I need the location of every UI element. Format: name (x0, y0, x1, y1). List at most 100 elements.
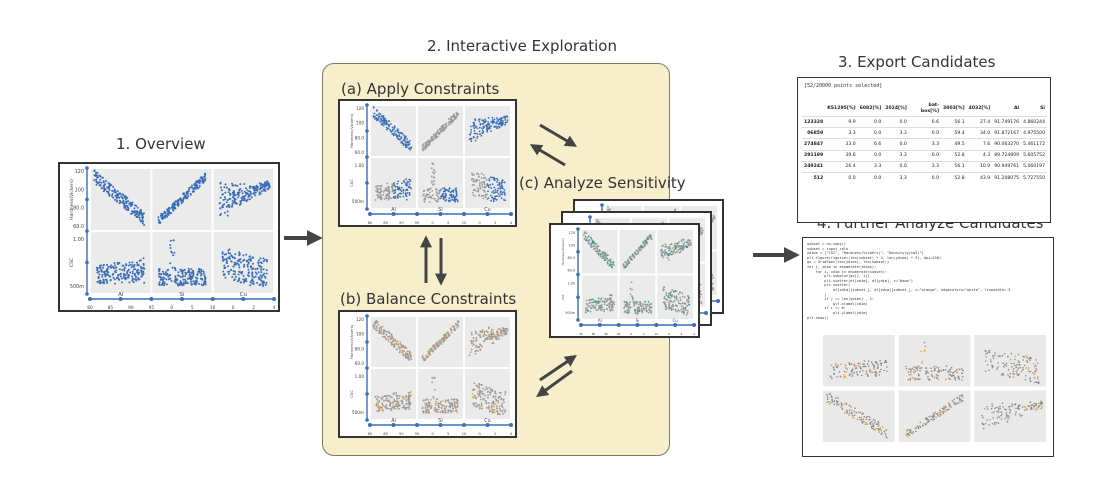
data-point (504, 199, 507, 202)
x-tick-label: 80 (87, 305, 93, 310)
data-point (452, 194, 455, 197)
data-point (391, 337, 393, 340)
data-point (248, 195, 251, 198)
data-point (186, 271, 189, 274)
data-point (373, 112, 376, 115)
data-point (234, 270, 237, 273)
data-point (374, 115, 376, 118)
data-point (452, 398, 455, 401)
data-point (264, 189, 267, 192)
data-point (237, 278, 240, 281)
data-point (178, 198, 181, 201)
data-point (455, 116, 458, 118)
y-tick-label: 100 (356, 332, 364, 337)
data-point (631, 297, 634, 299)
data-point (609, 259, 612, 262)
data-point (471, 191, 474, 194)
data-point (239, 258, 242, 260)
data-point (454, 410, 457, 412)
data-point (608, 307, 611, 310)
data-point (387, 194, 389, 196)
data-point (490, 328, 493, 331)
y-tick-label: 60.0 (355, 150, 365, 155)
data-point (201, 284, 204, 287)
data-point (115, 276, 118, 279)
data-point (436, 346, 439, 348)
data-point (249, 257, 252, 260)
data-point (391, 396, 393, 399)
data-point (106, 281, 109, 284)
data-point (379, 191, 382, 194)
data-point (255, 273, 258, 275)
data-point (492, 197, 495, 200)
data-point (409, 356, 412, 359)
data-point (476, 393, 479, 395)
data-point (385, 193, 388, 196)
data-point (478, 194, 480, 197)
data-point (489, 393, 492, 396)
data-point (444, 193, 447, 196)
data-point (500, 193, 502, 196)
data-point (445, 122, 448, 125)
axis-handle (485, 423, 490, 427)
data-point (261, 185, 264, 188)
data-point (501, 406, 504, 408)
data-point (493, 118, 496, 121)
y-tick-label: 120 (356, 317, 364, 322)
data-point (127, 209, 130, 212)
data-point (485, 330, 488, 333)
data-point (423, 199, 426, 201)
data-point (108, 275, 111, 277)
data-point (487, 407, 490, 410)
data-point (125, 264, 128, 267)
data-point (236, 191, 239, 194)
data-point (427, 193, 430, 196)
data-point (680, 302, 682, 305)
data-point (93, 179, 96, 182)
data-point (442, 193, 444, 195)
data-point (162, 270, 164, 273)
data-point (403, 137, 406, 139)
data-point (164, 271, 167, 274)
data-point (490, 187, 493, 190)
data-point (138, 213, 141, 216)
data-point (114, 194, 117, 197)
data-point (162, 272, 165, 275)
x-tick-label: 2 (252, 305, 255, 310)
data-point (405, 396, 408, 398)
data-point (389, 408, 392, 410)
data-point (610, 263, 613, 266)
data-point (481, 383, 483, 386)
data-point (376, 194, 379, 196)
data-point (392, 196, 395, 198)
data-point (397, 345, 400, 348)
data-point (472, 180, 475, 183)
data-point (388, 195, 391, 198)
data-point (251, 272, 254, 275)
data-point (436, 132, 439, 134)
axis-handle (600, 203, 604, 207)
data-point (242, 254, 245, 257)
data-point (113, 270, 116, 273)
data-point (378, 112, 381, 115)
data-point (494, 188, 497, 191)
data-point (126, 205, 129, 208)
data-point (432, 163, 434, 165)
data-point (376, 322, 378, 324)
data-point (486, 125, 488, 128)
data-point (485, 386, 488, 388)
axis-handle (85, 197, 89, 202)
data-point (475, 126, 477, 128)
data-point (184, 280, 187, 283)
data-point (438, 189, 440, 192)
data-point (248, 275, 251, 278)
data-point (116, 261, 119, 264)
data-point (142, 270, 145, 273)
data-point (437, 411, 439, 413)
data-point (453, 113, 455, 116)
data-point (484, 394, 487, 397)
data-point (498, 405, 501, 408)
x-facet-label: Cu (484, 418, 490, 424)
data-point (498, 118, 501, 121)
